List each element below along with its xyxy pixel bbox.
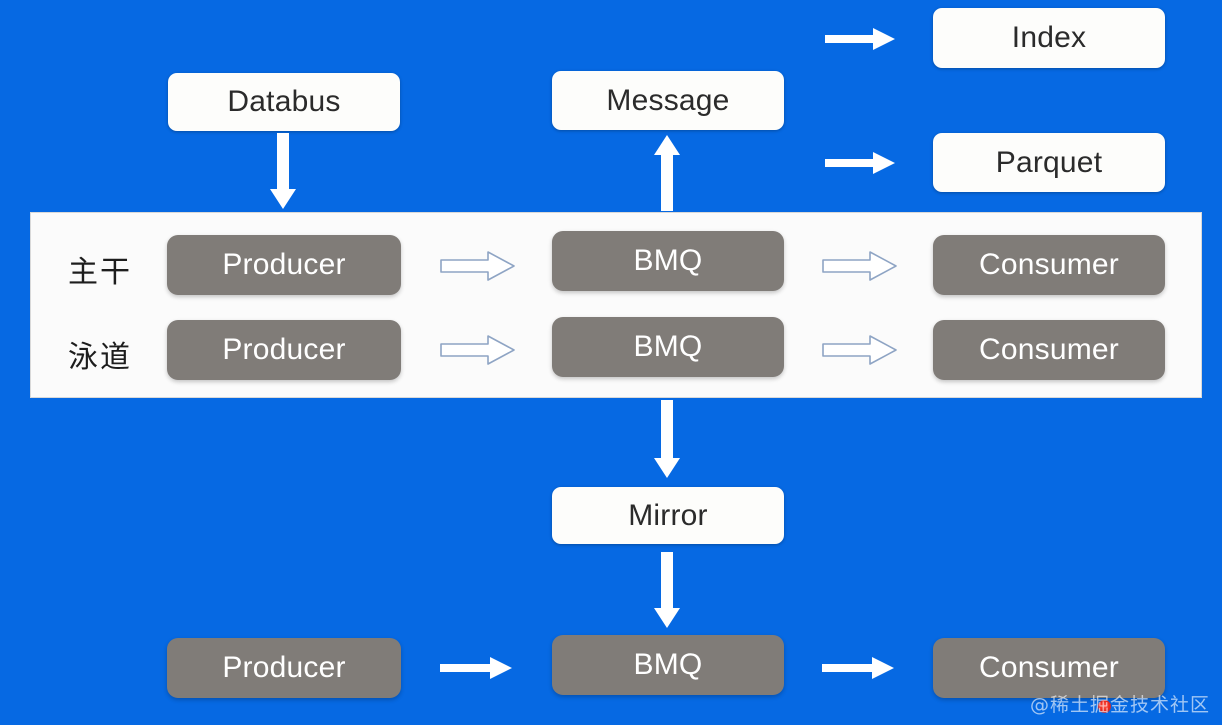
node-consumer-bottom[interactable]: Consumer: [933, 638, 1165, 698]
arrow-bottom-producer-to-bmq: [440, 655, 514, 681]
node-bmq-trunk-label: BMQ: [633, 244, 703, 277]
node-producer-bottom-label: Producer: [222, 651, 346, 684]
lane-label-trunk-text: 主干: [68, 255, 132, 290]
node-parquet[interactable]: Parquet: [933, 133, 1165, 192]
node-bmq-bottom-label: BMQ: [633, 648, 703, 681]
node-producer-bottom[interactable]: Producer: [167, 638, 401, 698]
node-consumer-trunk[interactable]: Consumer: [933, 235, 1165, 295]
arrow-bmq-to-consumer-lane: [822, 334, 898, 366]
node-consumer-trunk-label: Consumer: [979, 248, 1119, 281]
lane-label-swimlane-text: 泳道: [68, 340, 132, 375]
lane-label-swimlane: 泳道: [68, 332, 132, 376]
watermark-dot-icon: [1098, 700, 1111, 713]
node-index-label: Index: [1011, 21, 1087, 54]
node-consumer-lane-label: Consumer: [979, 333, 1119, 366]
arrow-producer-to-bmq-lane: [440, 334, 516, 366]
node-producer-lane-label: Producer: [222, 333, 346, 366]
node-parquet-label: Parquet: [995, 145, 1103, 179]
node-bmq-trunk[interactable]: BMQ: [552, 231, 784, 291]
node-mirror-label: Mirror: [628, 498, 708, 532]
lane-label-trunk: 主干: [68, 247, 132, 291]
node-bmq-bottom[interactable]: BMQ: [552, 635, 784, 695]
node-bmq-lane-label: BMQ: [633, 330, 703, 363]
node-databus-label: Databus: [227, 85, 341, 118]
node-producer-lane[interactable]: Producer: [167, 320, 401, 380]
node-databus[interactable]: Databus: [168, 73, 400, 131]
arrow-bmq-to-mirror: [652, 400, 682, 480]
node-bmq-lane[interactable]: BMQ: [552, 317, 784, 377]
arrow-bottom-bmq-to-consumer: [822, 655, 896, 681]
node-producer-trunk[interactable]: Producer: [167, 235, 401, 295]
arrow-producer-to-bmq-trunk: [440, 250, 516, 282]
arrow-databus-to-producer: [268, 133, 298, 211]
node-producer-trunk-label: Producer: [222, 248, 346, 281]
arrow-mirror-to-bmq: [652, 552, 682, 630]
node-index[interactable]: Index: [933, 8, 1165, 68]
arrow-to-parquet: [825, 150, 897, 176]
node-consumer-lane[interactable]: Consumer: [933, 320, 1165, 380]
node-message-label: Message: [606, 83, 730, 117]
arrow-bmq-to-message: [652, 133, 682, 211]
arrow-to-index: [825, 26, 897, 52]
arrow-bmq-to-consumer-trunk: [822, 250, 898, 282]
node-mirror[interactable]: Mirror: [552, 487, 784, 544]
node-consumer-bottom-label: Consumer: [979, 651, 1119, 684]
node-message[interactable]: Message: [552, 71, 784, 130]
